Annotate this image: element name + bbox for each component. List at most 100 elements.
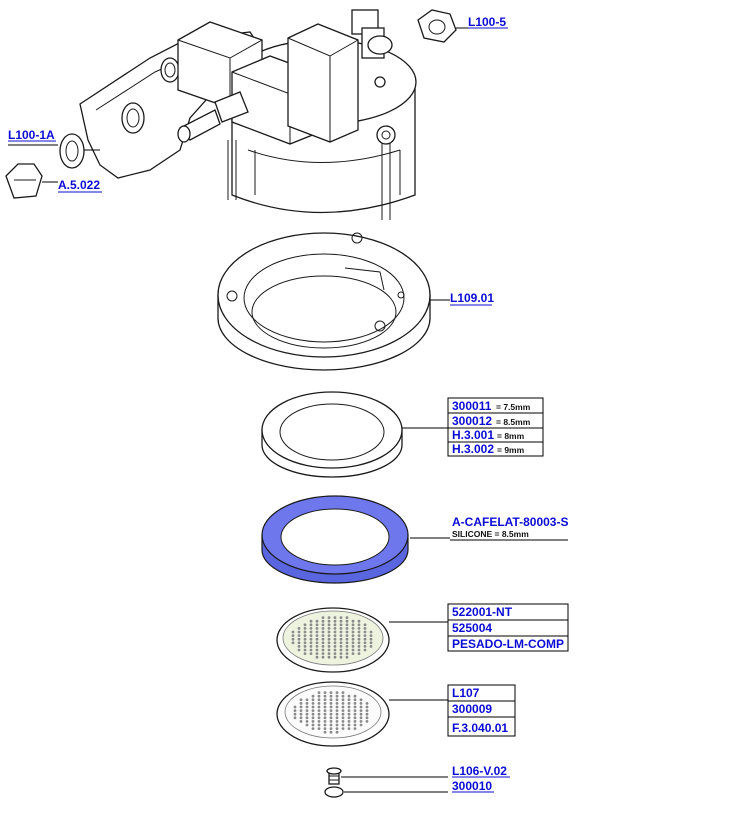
perforation-hole bbox=[327, 634, 331, 637]
perforation-hole bbox=[311, 709, 315, 712]
perforation-hole bbox=[359, 720, 363, 723]
perforation-hole bbox=[315, 634, 319, 637]
perforation-hole bbox=[333, 630, 337, 634]
perforation-hole bbox=[315, 627, 319, 630]
perforation-hole bbox=[345, 630, 349, 634]
perforation-hole bbox=[365, 705, 369, 709]
label-300010[interactable]: 300010 bbox=[452, 779, 492, 793]
perforation-hole bbox=[341, 698, 345, 702]
perforation-hole bbox=[297, 641, 301, 645]
perforation-hole bbox=[311, 727, 315, 730]
perforation-hole bbox=[329, 705, 333, 709]
perforation-hole bbox=[323, 712, 327, 716]
label-300011[interactable]: 300011 bbox=[452, 399, 492, 413]
hex-nut-part bbox=[417, 9, 457, 43]
perforation-hole bbox=[347, 702, 351, 705]
perforation-hole bbox=[341, 691, 345, 694]
perforation-hole bbox=[363, 641, 367, 645]
perforation-hole bbox=[321, 616, 325, 619]
perforation-hole bbox=[345, 634, 349, 637]
perforation-hole bbox=[317, 705, 321, 709]
perforation-hole bbox=[335, 691, 339, 694]
screen-perforation bbox=[291, 616, 373, 659]
perforation-hole bbox=[323, 702, 327, 705]
perforation-hole bbox=[309, 637, 313, 641]
perforation-hole bbox=[351, 619, 355, 623]
label-522001-nt[interactable]: 522001-NT bbox=[452, 605, 513, 619]
perforation-hole bbox=[315, 630, 319, 634]
perforation-hole bbox=[369, 645, 373, 648]
perforation-hole bbox=[345, 652, 349, 655]
perforation-hole bbox=[347, 698, 351, 702]
perforation-hole bbox=[327, 641, 331, 645]
perforation-hole bbox=[329, 691, 333, 694]
label-cafelat[interactable]: A-CAFELAT-80003-S bbox=[452, 515, 568, 529]
perforation-hole bbox=[309, 619, 313, 623]
perforation-hole bbox=[335, 720, 339, 723]
perforation-hole bbox=[305, 705, 309, 709]
label-300012[interactable]: 300012 bbox=[452, 414, 492, 428]
perforation-hole bbox=[333, 641, 337, 645]
perforation-hole bbox=[311, 723, 315, 727]
perforation-hole bbox=[341, 694, 345, 698]
perforation-hole bbox=[315, 652, 319, 655]
perforation-hole bbox=[369, 641, 373, 645]
perforation-hole bbox=[315, 641, 319, 645]
perforation-hole bbox=[347, 694, 351, 698]
silicone-gasket-part bbox=[261, 495, 409, 584]
label-h3001[interactable]: H.3.001 bbox=[452, 428, 494, 442]
label-l100-1a[interactable]: L100-1A bbox=[8, 128, 55, 142]
perforation-hole bbox=[351, 630, 355, 634]
perforation-hole bbox=[311, 698, 315, 702]
perforation-hole bbox=[323, 691, 327, 694]
label-l106-v02[interactable]: L106-V.02 bbox=[452, 764, 507, 778]
perforation-hole bbox=[311, 694, 315, 698]
label-pesado[interactable]: PESADO-LM-COMP bbox=[452, 637, 564, 651]
gasket-part bbox=[261, 391, 403, 478]
perforation-hole bbox=[315, 619, 319, 623]
label-300012-size: = 8.5mm bbox=[496, 417, 531, 427]
perforation-hole bbox=[299, 720, 303, 723]
perforation-hole bbox=[305, 723, 309, 727]
perforation-hole bbox=[303, 634, 307, 637]
perforation-hole bbox=[297, 645, 301, 648]
perforation-hole bbox=[309, 652, 313, 655]
perforation-hole bbox=[323, 716, 327, 720]
label-h3002-size: = 9mm bbox=[497, 445, 525, 455]
perforation-hole bbox=[321, 655, 325, 659]
perforation-hole bbox=[369, 630, 373, 634]
label-h3002[interactable]: H.3.002 bbox=[452, 442, 494, 456]
label-300011-size: = 7.5mm bbox=[496, 402, 531, 412]
perforation-hole bbox=[345, 627, 349, 630]
perforation-hole bbox=[317, 712, 321, 716]
perforation-hole bbox=[311, 712, 315, 716]
label-f3040[interactable]: F.3.040.01 bbox=[452, 721, 508, 735]
perforation-hole bbox=[357, 623, 361, 627]
label-525004[interactable]: 525004 bbox=[452, 621, 492, 635]
perforation-hole bbox=[321, 627, 325, 630]
perforation-hole bbox=[339, 619, 343, 623]
label-a5022[interactable]: A.5.022 bbox=[58, 178, 100, 192]
perforation-hole bbox=[329, 730, 333, 734]
perforation-hole bbox=[333, 655, 337, 659]
perforation-hole bbox=[353, 698, 357, 702]
screw-part bbox=[324, 767, 344, 798]
perforation-hole bbox=[369, 634, 373, 637]
label-l107[interactable]: L107 bbox=[452, 686, 480, 700]
label-l109-01[interactable]: L109.01 bbox=[450, 291, 494, 305]
perforation-hole bbox=[347, 705, 351, 709]
perforation-hole bbox=[323, 727, 327, 730]
perforation-hole bbox=[353, 720, 357, 723]
perforation-hole bbox=[335, 698, 339, 702]
label-300009[interactable]: 300009 bbox=[452, 702, 492, 716]
dispersion-plate-part bbox=[276, 681, 390, 747]
perforation-hole bbox=[333, 637, 337, 641]
perforation-hole bbox=[365, 709, 369, 712]
perforation-hole bbox=[339, 652, 343, 655]
perforation-hole bbox=[365, 720, 369, 723]
perforation-hole bbox=[299, 702, 303, 705]
label-l100-5[interactable]: L100-5 bbox=[468, 15, 506, 29]
perforation-hole bbox=[353, 709, 357, 712]
washer-part bbox=[59, 133, 85, 169]
perforation-hole bbox=[359, 716, 363, 720]
